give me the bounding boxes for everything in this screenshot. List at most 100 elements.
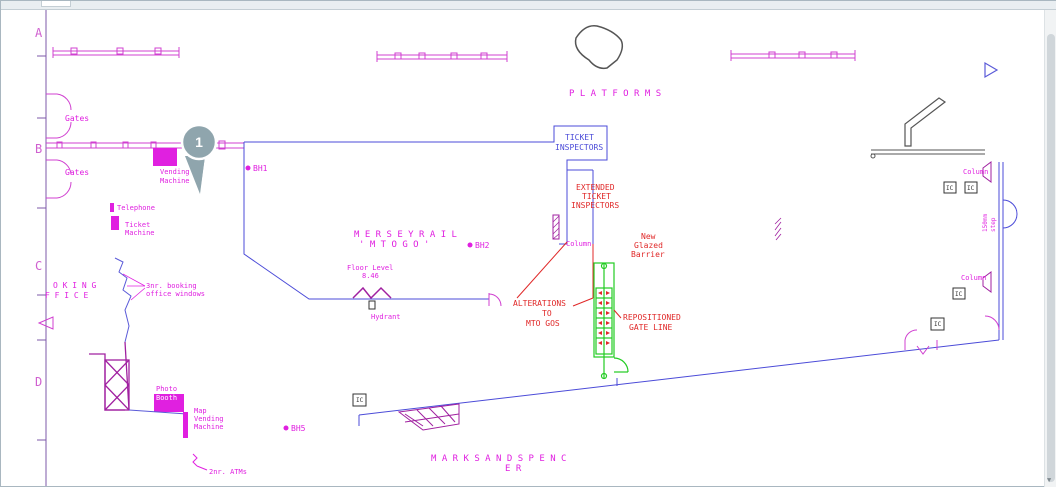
label-ic-2: IC	[967, 185, 975, 192]
label-ic-4: IC	[934, 321, 942, 328]
pin-circle	[180, 123, 218, 161]
label-ic-1: IC	[946, 185, 954, 192]
right-wall	[998, 162, 1018, 340]
bottom-right-doors	[904, 315, 1000, 355]
label-booking-2: F F I C E	[45, 291, 89, 300]
label-floor-level-2: 8.46	[362, 272, 379, 280]
viewer-toolbar	[1, 1, 1056, 10]
label-booking-windows-1: 3nr. booking	[146, 282, 197, 290]
label-repositioned-2: GATE LINE	[629, 323, 673, 332]
viewer-tab[interactable]	[41, 1, 71, 7]
grid-row-a: A	[35, 26, 43, 40]
platform-edge-right	[870, 149, 985, 159]
label-merseyrail-2: ' M T O G O '	[359, 240, 429, 250]
label-column-1: Column	[566, 240, 591, 248]
grid-row-b: B	[35, 142, 42, 156]
label-booking-windows-2: office windows	[146, 290, 205, 298]
label-ic-3: IC	[955, 291, 963, 298]
pin-number: 1	[195, 134, 203, 150]
atm-marks	[192, 453, 208, 471]
photo-booth-block	[154, 394, 184, 412]
label-dim-1: 150mm	[982, 214, 989, 232]
scroll-down-icon[interactable]: ▼	[1047, 476, 1052, 484]
hydrant-marker	[368, 300, 376, 310]
floor-level-marker	[352, 286, 392, 300]
label-ticket-machine-1: Ticket	[125, 221, 150, 229]
hatch-mark	[774, 217, 782, 241]
column-1-block	[552, 214, 560, 240]
label-ticket-insp-1: TICKET	[565, 133, 594, 142]
label-photo-2: Booth	[156, 394, 177, 402]
label-new-glazed-2: Glazed	[634, 241, 663, 250]
floor-plan-drawing[interactable]: A B C D P L A T F O R M S	[19, 10, 1043, 486]
label-alterations-3: MTO GOS	[526, 319, 560, 328]
label-bh1: BH1	[253, 164, 268, 173]
column-2-block	[982, 161, 992, 183]
right-arrow-icon	[984, 61, 999, 79]
column-1-hatch	[552, 215, 560, 240]
ic-boxes	[352, 181, 978, 407]
map-vending-block	[183, 412, 188, 438]
label-platforms: P L A T F O R M S	[569, 89, 661, 99]
label-new-glazed-1: New	[641, 232, 656, 241]
vending-machine-block	[153, 148, 177, 166]
label-gates-bottom: Gates	[65, 168, 89, 177]
label-hydrant: Hydrant	[371, 313, 401, 321]
label-ic-5: IC	[356, 397, 364, 404]
left-arrow-icon	[37, 316, 54, 330]
label-new-glazed-3: Barrier	[631, 250, 665, 259]
label-extended-2: TICKET	[582, 192, 611, 201]
label-vending-2: Machine	[160, 177, 190, 185]
label-bh5: BH5	[291, 424, 306, 433]
label-photo-1: Photo	[156, 385, 177, 393]
vertical-scrollbar[interactable]: ▼	[1044, 10, 1056, 487]
label-extended-1: EXTENDED	[576, 183, 615, 192]
label-dim-2: step	[990, 217, 997, 232]
label-marks-1: M A R K S A N D S P E N C	[431, 454, 566, 464]
ic-labels: IC IC IC IC IC	[356, 185, 975, 404]
grid-lines	[37, 10, 47, 486]
label-floor-level-1: Floor Level	[347, 264, 393, 272]
label-column-2: Column	[963, 168, 988, 176]
gate-arrows	[598, 291, 610, 345]
ticket-machine-block	[111, 216, 119, 230]
bh5-marker	[283, 425, 289, 431]
booking-leaders	[122, 273, 146, 301]
label-column-3: Column	[961, 274, 986, 282]
grid-row-c: C	[35, 259, 42, 273]
annotation-pin[interactable]: 1	[180, 123, 218, 194]
ramp-shape	[904, 97, 947, 147]
label-alterations-1: ALTERATIONS	[513, 299, 566, 308]
bh2-marker	[467, 242, 473, 248]
merseyrail-outline	[243, 125, 608, 300]
label-map-3: Machine	[194, 423, 224, 431]
label-ticket-machine-2: Machine	[125, 229, 155, 237]
label-extended-3: INSPECTORS	[571, 201, 619, 210]
label-bh2: BH2	[475, 241, 490, 250]
stair-structure	[89, 341, 130, 411]
bottom-wall	[358, 339, 1000, 426]
booking-windows	[114, 257, 132, 343]
bench-hatch	[397, 403, 460, 431]
label-booking-1: O K I N G	[53, 281, 97, 290]
label-merseyrail-1: M E R S E Y R A I L	[354, 230, 457, 240]
bh1-marker	[245, 165, 251, 171]
label-alterations-2: TO	[542, 309, 552, 318]
column-shape-top	[574, 25, 624, 70]
telephone-block	[110, 203, 114, 212]
scrollbar-thumb[interactable]	[1047, 34, 1055, 482]
alteration-lines	[516, 241, 594, 307]
label-map-2: Vending	[194, 415, 224, 423]
label-vending-1: Vending	[160, 168, 190, 176]
label-map-1: Map	[194, 407, 207, 415]
door-swing-1	[488, 293, 502, 307]
label-gates-top: Gates	[65, 114, 89, 123]
grid-row-labels: A B C D	[35, 26, 43, 389]
label-atms: 2nr. ATMs	[209, 468, 247, 476]
label-ticket-insp-2: INSPECTORS	[555, 143, 603, 152]
platform-edge-top	[52, 47, 856, 62]
label-repositioned-1: REPOSITIONED	[623, 313, 681, 322]
label-telephone: Telephone	[117, 204, 155, 212]
label-marks-2: E R	[505, 464, 522, 474]
